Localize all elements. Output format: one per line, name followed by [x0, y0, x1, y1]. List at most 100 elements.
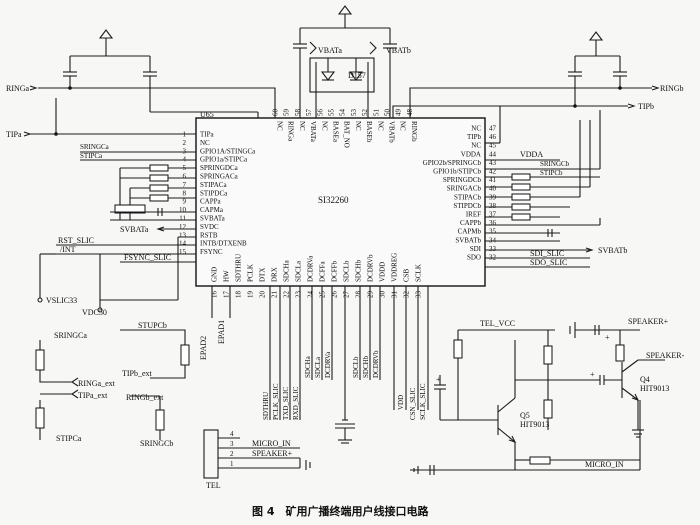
chip-bottom-pin-number: 18 — [235, 291, 243, 299]
chip-right-pin-number: 38 — [489, 202, 497, 210]
q5-ref: Q5 — [520, 411, 530, 420]
chip-bottom-pin-name: CSB — [403, 268, 411, 282]
chip-right-pin-number: 36 — [489, 219, 497, 227]
chip-bottom-pin-name: DTX — [259, 268, 267, 282]
vbat-a-label: VBATa — [318, 46, 342, 55]
chip-right-pin-name: STIPACb — [454, 193, 481, 201]
chip-bottom-pin-name: SDCLb — [343, 260, 351, 282]
chip-right-pin-number: 47 — [489, 125, 497, 133]
bottom-net-vdd: VDD — [397, 395, 405, 410]
fsync-slic-label: FSYNC_SLIC — [124, 253, 171, 262]
bottom-pin-nets — [211, 286, 429, 444]
chip-left-pin-number: 11 — [179, 215, 186, 223]
speaker-plus-label: SPEAKER+ — [628, 317, 669, 326]
chip-bottom-pin-number: 26 — [331, 291, 339, 299]
chip-top-pin-name: BASEa — [332, 121, 340, 143]
chip-bottom-pin-number: 22 — [283, 291, 291, 299]
connector-pin-3: 3 — [230, 440, 234, 448]
chip-right-pin-number: 37 — [489, 211, 497, 219]
chip-bottom-pin-name: SCLK — [415, 264, 423, 282]
bottom-net-sdcha: SDCHa — [304, 355, 312, 378]
connector-pin-1: 1 — [230, 460, 234, 468]
chip-bottom-pin-name: DCFFa — [319, 260, 327, 282]
bottom-net-pclk: PCLK_SLIC — [272, 383, 280, 420]
chip-left-pin-number: 12 — [179, 223, 187, 231]
left-sringca-label: SRINGCa — [80, 143, 110, 151]
chip-top-pin-number: 51 — [372, 109, 380, 117]
chip-bottom-pin-name: DRX — [271, 267, 279, 282]
ext-stipca-label: STIPCa — [56, 434, 82, 443]
chip-bottom-pin-name: SDCHb — [355, 259, 363, 282]
tip-b-net — [392, 103, 636, 144]
ring-b-net — [409, 85, 660, 118]
chip-right-pin-name: SPRINGDCb — [443, 176, 482, 184]
sdo-slic-label: SDO_SLIC — [530, 258, 567, 267]
chip-right-pin-number: 42 — [489, 168, 497, 176]
chip-right-pin-number: 46 — [489, 133, 497, 141]
right-sringcb-label: SRINGCb — [540, 160, 570, 168]
chip-bottom-pin-number: 23 — [295, 291, 303, 299]
chip-bottom-pin-name: HW — [223, 270, 231, 282]
vdda-label: VDDA — [520, 150, 543, 159]
chip-right-pin-name: NC — [471, 125, 481, 133]
chip-bottom-pin-name: SDTHRU — [235, 254, 243, 282]
chip-left-pin-name: GPIO1a/STIPCa — [200, 156, 248, 164]
chip-bottom-pin-number: 28 — [355, 291, 363, 299]
chip-top-pin-number: 54 — [339, 109, 347, 117]
chip-right-pin-name: GPIO2b/SPRINGCb — [423, 159, 482, 167]
bottom-net-csn: CSN_SLIC — [409, 387, 417, 420]
chip-right-pin-number: 34 — [489, 236, 497, 244]
chip-right-pin-number: 35 — [489, 228, 497, 236]
chip-bottom-pin-name: SDCHa — [283, 259, 291, 282]
cap-plus-sign-2: + — [605, 333, 610, 342]
chip-top-pin-number: 50 — [384, 109, 392, 117]
q4-part: HIT9013 — [640, 384, 669, 393]
chip-right-pin-name: GPIO1b/STIPCb — [433, 168, 481, 176]
chip-top-pin-number: 55 — [328, 109, 336, 117]
chip-bottom-pin-number: 20 — [259, 291, 267, 299]
chip-bottom-pin-name: GND — [211, 267, 219, 282]
int-label: /INT — [60, 245, 76, 254]
svbat-b-label: SVBATb — [598, 246, 627, 255]
spi-data-nets — [485, 257, 590, 268]
chip-right-pin-name: IREF — [466, 211, 481, 219]
chip-bottom-pin-name: DCDRVb — [367, 254, 375, 282]
q4-ref: Q4 — [640, 375, 650, 384]
vdc50-label: VDC50 — [82, 308, 107, 317]
control-nets-left — [37, 236, 196, 313]
right-stipcb-label: STIPCb — [540, 169, 563, 177]
chip-left-pin-number: 13 — [179, 231, 187, 239]
chip-right-pin-number: 44 — [489, 150, 497, 158]
chip-left-pin-name: SVDC — [200, 223, 219, 231]
figure-caption: 图 4 矿用广播终端用户线接口电路 — [252, 504, 429, 518]
left-stipca-label: STIPCa — [80, 152, 103, 160]
cap-plus-sign-3: + — [590, 370, 595, 379]
bottom-net-sdchb: SDCHb — [362, 355, 370, 378]
vslic33-label: VSLIC33 — [46, 296, 77, 305]
chip-right-pin-name: SDI — [470, 245, 482, 253]
chip-right-pin-name: SRINGACb — [447, 185, 482, 193]
tip-a-label: TIPa — [6, 130, 22, 139]
chip-top-pin-number: 53 — [350, 109, 358, 117]
chip-left-pin-number: 15 — [179, 248, 187, 256]
chip-bottom-pin-number: 19 — [247, 291, 255, 299]
chip-left-pin-number: 2 — [183, 139, 187, 147]
ring-a-cap-network — [63, 55, 157, 112]
chip-bottom-pin-number: 16 — [211, 291, 219, 299]
ext-stupcb-label: STUPCb — [138, 321, 167, 330]
chip-bottom-pin-name: VDDD — [379, 262, 387, 282]
external-protection-network — [35, 329, 190, 440]
chip-left-pin-name: SVBATa — [200, 215, 226, 223]
chip-left-pin-name: GPIO1A/STINGCa — [200, 147, 256, 155]
cap-plus-sign-1: + — [436, 375, 441, 384]
chip-top-pin-number: 58 — [294, 109, 302, 117]
bottom-net-dcdrva: DCDRVa — [324, 351, 332, 378]
chip-left-pin-number: 7 — [183, 181, 187, 189]
chip-left-pin-number: 3 — [183, 147, 187, 155]
chip-top-pin-number: 56 — [316, 109, 324, 117]
chip-left-pin-name: CAPMa — [200, 206, 224, 214]
chip-right-pin-number: 43 — [489, 159, 497, 167]
vbat-b-label: VBATb — [386, 46, 411, 55]
chip-ref: U65 — [200, 110, 214, 119]
chip-top-pin-number: 52 — [361, 109, 369, 117]
